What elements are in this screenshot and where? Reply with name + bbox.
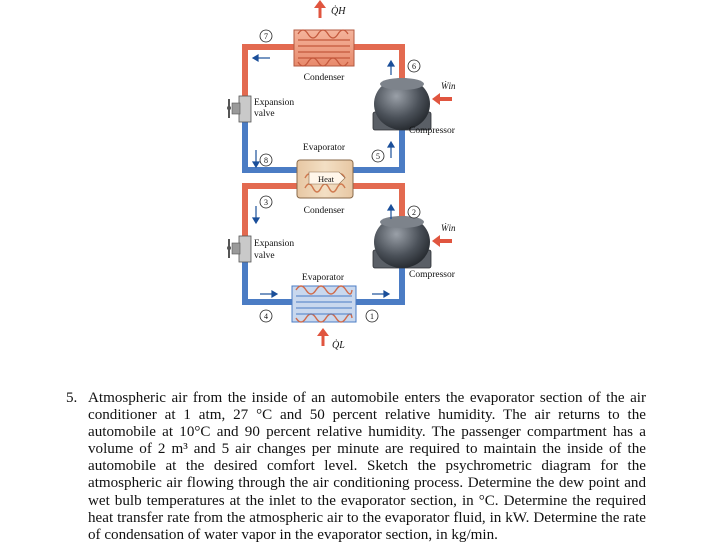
lower-cycle-pipes — [242, 183, 405, 305]
flow-arrow-2 — [386, 203, 396, 219]
problem-number: 5. — [66, 390, 78, 406]
svg-text:7: 7 — [264, 32, 268, 41]
state-point-2: 2 — [407, 205, 421, 219]
upper-work-label: Ẇin — [441, 81, 456, 91]
problem-statement: 5. Atmospheric air from the inside of an… — [66, 390, 646, 544]
lower-expansion-label-1: Expansion — [254, 239, 294, 249]
upper-evaporator-label: Evaporator — [303, 143, 346, 153]
flow-arrow-8 — [251, 150, 261, 169]
heat-label: Heat — [318, 174, 335, 184]
state-point-1: 1 — [365, 309, 379, 323]
problem-text: Atmospheric air from the inside of an au… — [88, 390, 646, 543]
lower-evaporator-label: Evaporator — [302, 273, 345, 283]
flow-arrow-6 — [386, 59, 396, 75]
state-point-4: 4 — [259, 309, 273, 323]
heat-in-label: Q̇L — [332, 339, 345, 351]
lower-expansion-valve — [227, 235, 252, 263]
svg-text:6: 6 — [412, 62, 416, 71]
svg-text:1: 1 — [370, 312, 374, 321]
upper-condenser — [293, 29, 355, 67]
svg-text:2: 2 — [412, 208, 416, 217]
flow-arrow-5 — [386, 140, 396, 158]
flow-arrow-7 — [251, 53, 270, 63]
cascade-refrigeration-diagram: Condenser Q̇H 7 Expansion valve 8 Compre… — [227, 0, 456, 351]
lower-condenser-label: Condenser — [304, 206, 345, 216]
upper-expansion-label-2: valve — [254, 109, 275, 119]
state-point-3: 3 — [259, 195, 273, 209]
flow-arrow-4 — [260, 289, 279, 299]
state-point-8: 8 — [259, 153, 273, 167]
upper-cycle-pipes — [242, 44, 405, 173]
svg-text:8: 8 — [264, 156, 268, 165]
svg-text:3: 3 — [264, 198, 268, 207]
lower-compressor-label: Compressor — [409, 270, 456, 280]
lower-work-label: Ẇin — [441, 223, 456, 233]
flow-arrow-3 — [251, 206, 261, 225]
upper-condenser-label: Condenser — [304, 73, 345, 83]
lower-evaporator — [291, 285, 357, 323]
svg-text:4: 4 — [264, 312, 268, 321]
cascade-heat-exchanger — [296, 159, 354, 199]
upper-expansion-valve — [227, 95, 252, 123]
heat-out-label: Q̇H — [331, 5, 346, 17]
heat-in-arrow — [317, 328, 329, 346]
upper-expansion-label-1: Expansion — [254, 98, 294, 108]
lower-expansion-label-2: valve — [254, 251, 275, 261]
state-point-5: 5 — [371, 149, 385, 163]
upper-compressor — [372, 78, 432, 131]
lower-compressor — [372, 216, 432, 269]
flow-arrow-1 — [372, 289, 391, 299]
state-point-6: 6 — [407, 59, 421, 73]
heat-out-arrow — [314, 0, 326, 18]
upper-compressor-label: Compressor — [409, 126, 456, 136]
svg-text:5: 5 — [376, 152, 380, 161]
lower-work-arrow — [432, 235, 452, 247]
state-point-7: 7 — [259, 29, 273, 43]
upper-work-arrow — [432, 93, 452, 105]
